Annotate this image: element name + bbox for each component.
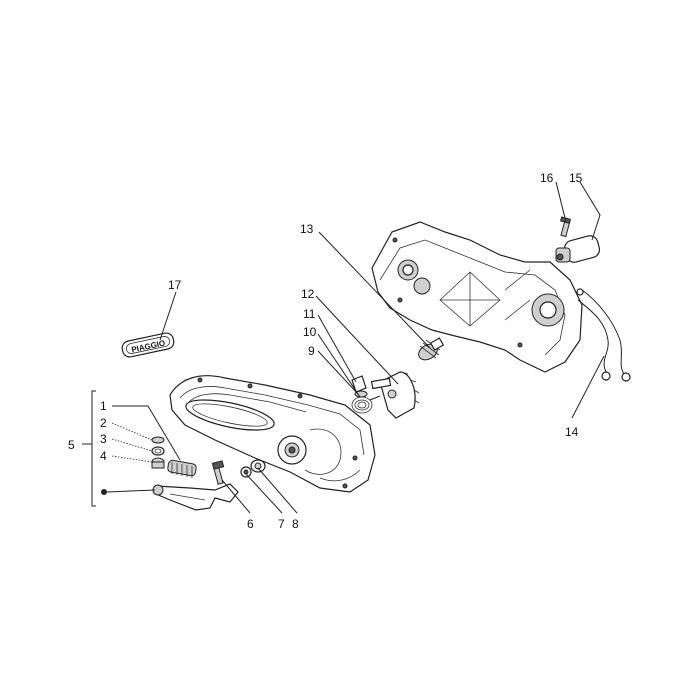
piaggio-badge: PIAGGIO [121, 332, 175, 358]
callout-17: 17 [168, 278, 182, 292]
callout-7: 7 [278, 517, 285, 531]
transmission-cover [169, 375, 376, 493]
kick-start-sector [370, 371, 420, 419]
starter-motor [555, 235, 601, 263]
kick-start-lever [152, 483, 239, 511]
callout-3: 3 [100, 432, 107, 446]
lever-bushing-4 [151, 457, 165, 469]
callout-11: 11 [303, 307, 316, 321]
callout-4: 4 [100, 449, 107, 463]
callout-8: 8 [292, 517, 299, 531]
kick-washer [354, 390, 368, 398]
callout-2: 2 [100, 416, 107, 430]
crankcase [371, 221, 583, 373]
assembly-bracket [91, 390, 96, 507]
kick-nut [250, 459, 266, 473]
callout-14: 14 [565, 425, 579, 439]
kick-lever-screw [211, 460, 225, 485]
callout-1: 1 [100, 399, 107, 413]
callout-12: 12 [301, 287, 315, 301]
wiring-harness [576, 288, 631, 382]
callout-9: 9 [308, 344, 315, 358]
starter-bendix [418, 337, 445, 361]
kick-bushing [351, 375, 367, 393]
callout-16: 16 [540, 171, 554, 185]
callout-15: 15 [569, 171, 583, 185]
assembly-dot [101, 489, 107, 495]
lever-ring-3 [151, 446, 165, 456]
lever-washer-2 [151, 436, 165, 444]
callout-10: 10 [303, 325, 317, 339]
lever-spring [167, 459, 197, 478]
callout-6: 6 [247, 517, 254, 531]
callout-13: 13 [300, 222, 314, 236]
callout-numbers: 1 2 3 4 5 6 7 8 9 10 11 12 13 14 15 16 1… [68, 171, 583, 531]
kick-spring [351, 395, 381, 414]
callout-5: 5 [68, 438, 75, 452]
kick-washer-7 [240, 466, 252, 478]
leader-lines [106, 181, 605, 514]
